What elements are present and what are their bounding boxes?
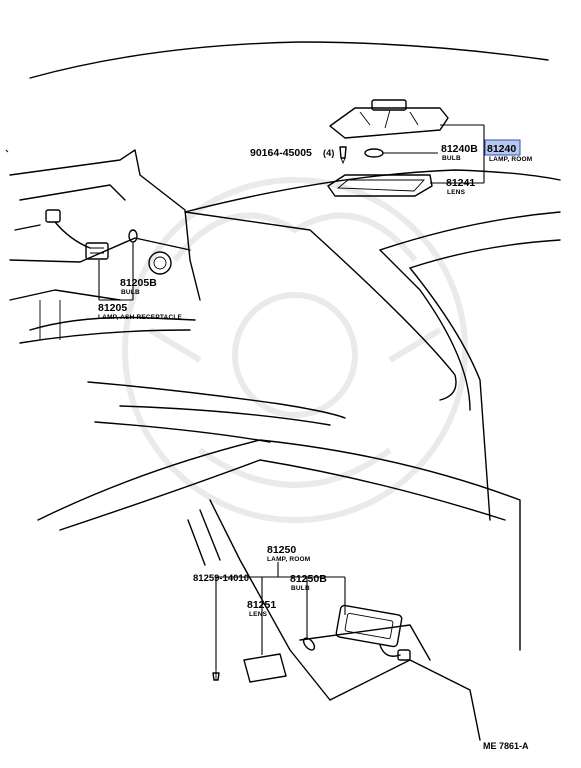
screw-rear-part-no: 81259-14010	[193, 573, 249, 584]
ash-bulb-shape	[128, 229, 138, 243]
rear-room-lamp-assembly	[212, 562, 411, 683]
callout-screw-rear[interactable]: 81259-14010	[193, 573, 249, 584]
callout-room-lamp-rear[interactable]: 81250 LAMP, ROOM	[267, 544, 310, 563]
front-bulb-shape	[364, 148, 384, 158]
callout-bulb-front[interactable]: 81240B BULB	[441, 143, 478, 162]
ash-lamp-housing	[85, 242, 109, 260]
ash-lamp-desc: LAMP, ASH RECEPTACLE	[98, 314, 183, 321]
diagram-code: ME 7861-A	[483, 741, 529, 751]
screw-qty: (4)	[323, 148, 335, 158]
callout-bulb-rear[interactable]: 81250B BULB	[290, 573, 327, 592]
callout-ash-bulb[interactable]: 81205B BULB	[120, 277, 157, 296]
screw-shape	[339, 146, 347, 159]
lens-front-desc: LENS	[447, 189, 466, 196]
lens-front-part-no: 81241	[446, 177, 475, 189]
front-lens-shape	[327, 174, 433, 197]
rear-screw-shape	[212, 672, 220, 681]
room-lamp-rear-part-no: 81250	[267, 544, 296, 556]
lens-rear-desc: LENS	[249, 611, 268, 618]
ash-bulb-part-no: 81205B	[120, 277, 157, 289]
rear-bulb-shape	[302, 637, 316, 651]
watermark-emblem	[122, 177, 468, 523]
bulb-front-desc: BULB	[442, 155, 461, 162]
screw-part-no: 90164-45005	[250, 147, 312, 159]
bulb-front-part-no: 81240B	[441, 143, 478, 155]
rear-lens-shape	[243, 653, 287, 683]
ash-bulb-desc: BULB	[121, 289, 140, 296]
rear-lamp-housing	[335, 604, 403, 648]
room-lamp-rear-desc: LAMP, ROOM	[267, 556, 310, 563]
front-room-lamp-assembly	[327, 99, 485, 197]
callout-ash-lamp[interactable]: 81205 LAMP, ASH RECEPTACLE	[98, 302, 183, 321]
ash-lamp-part-no: 81205	[98, 302, 127, 314]
ash-receptacle-lamp-assembly	[45, 209, 172, 301]
lens-rear-part-no: 81251	[247, 599, 276, 611]
room-lamp-front-desc: LAMP, ROOM	[489, 156, 532, 163]
callout-lens-front[interactable]: 81241 LENS	[446, 177, 475, 196]
ash-receptacle-knob	[148, 251, 172, 275]
callout-lens-rear[interactable]: 81251 LENS	[247, 599, 276, 618]
callout-room-lamp-front[interactable]: 81240 LAMP, ROOM	[487, 143, 532, 163]
bulb-rear-desc: BULB	[291, 585, 310, 592]
front-lamp-housing	[329, 107, 449, 139]
callout-screw[interactable]: 90164-45005 (4)	[250, 147, 335, 159]
bulb-rear-part-no: 81250B	[290, 573, 327, 585]
room-lamp-front-part-no: 81240	[487, 143, 516, 155]
highlight-box	[484, 139, 521, 156]
